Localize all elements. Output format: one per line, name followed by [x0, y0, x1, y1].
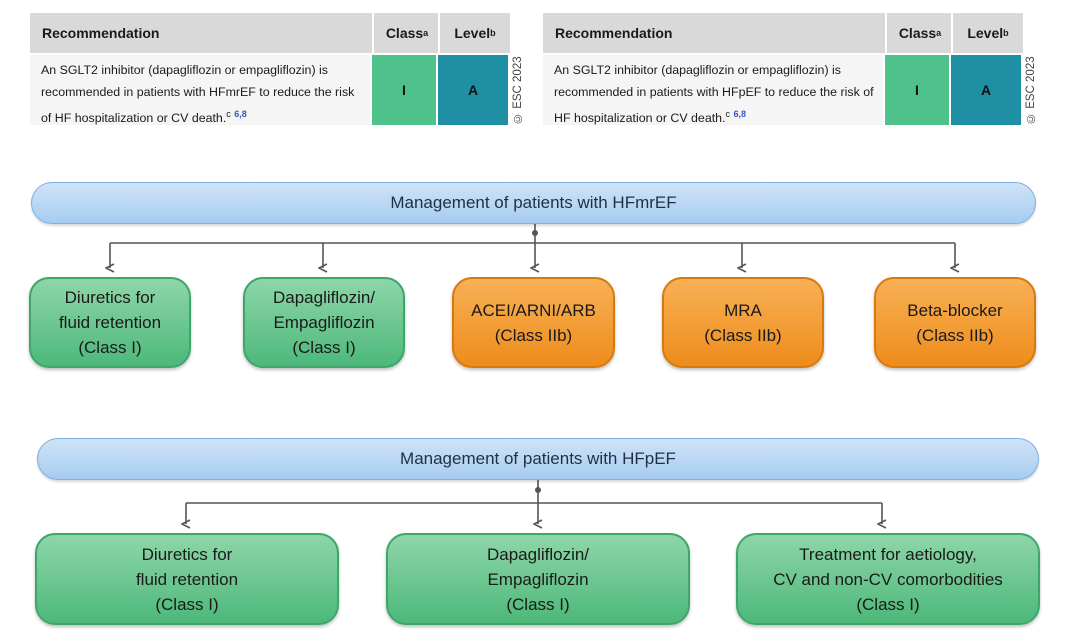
hfmref-connectors: [110, 224, 955, 268]
hfmref-banner: Management of patients with HFmrEF: [31, 182, 1036, 224]
level-cell: A: [951, 55, 1021, 125]
header-recommendation: Recommendation: [543, 13, 885, 53]
hfpef-banner: Management of patients with HFpEF: [37, 438, 1039, 480]
hfpef-node-aetiology-comorbidities: Treatment for aetiology,CV and non-CV co…: [736, 533, 1040, 625]
hfmref-node-beta-blocker: Beta-blocker(Class IIb): [874, 277, 1036, 368]
hfmref-node-mra: MRA(Class IIb): [662, 277, 824, 368]
class-cell: I: [885, 55, 949, 125]
hfpef-connectors: [186, 480, 882, 524]
hfmref-node-sglt2: Dapagliflozin/Empagliflozin(Class I): [243, 277, 405, 368]
reference-link[interactable]: 6,8: [733, 109, 746, 119]
recommendation-text: An SGLT2 inhibitor (dapagliflozin or emp…: [30, 55, 370, 125]
level-cell: A: [438, 55, 508, 125]
recommendation-text: An SGLT2 inhibitor (dapagliflozin or emp…: [543, 55, 883, 125]
hfpef-node-sglt2: Dapagliflozin/Empagliflozin(Class I): [386, 533, 690, 625]
class-cell: I: [372, 55, 436, 125]
header-recommendation: Recommendation: [30, 13, 372, 53]
hfmref-node-acei-arni-arb: ACEI/ARNI/ARB(Class IIb): [452, 277, 615, 368]
reference-link[interactable]: 6,8: [234, 109, 247, 119]
